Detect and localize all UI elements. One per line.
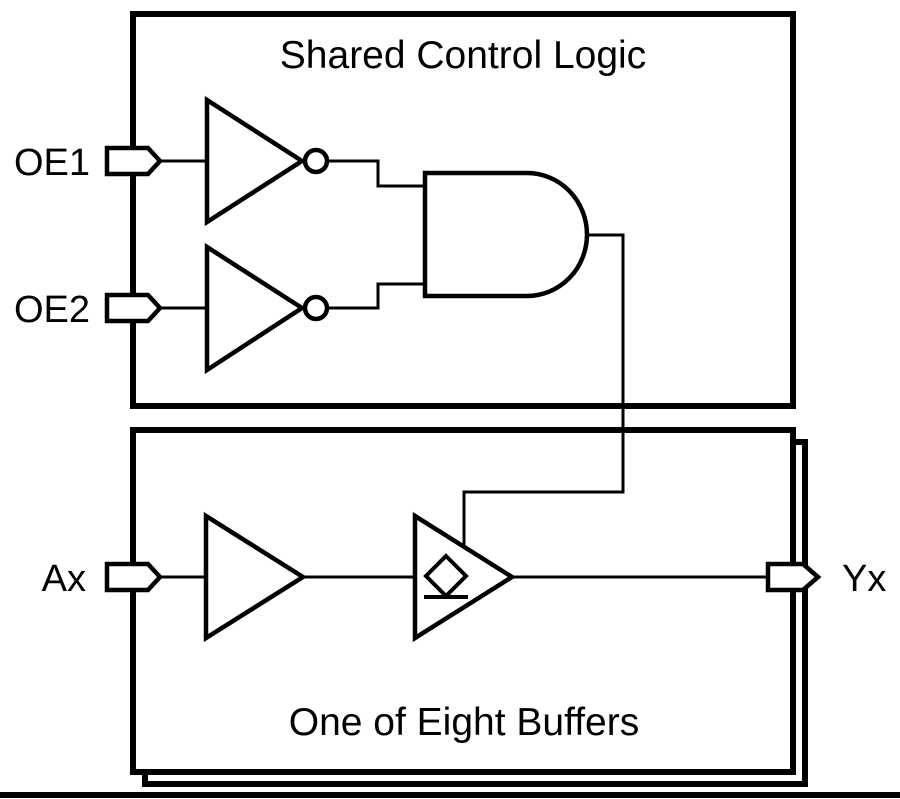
inverter-triangle bbox=[204, 242, 307, 375]
yx-output-pin-icon bbox=[765, 561, 822, 593]
oe2-input-pin-icon bbox=[104, 292, 164, 324]
one-of-eight-buffers-title: One of Eight Buffers bbox=[289, 701, 640, 744]
one-of-eight-buffers-block: One of Eight Buffers Ax Yx bbox=[42, 427, 886, 787]
oe1-input-pin-icon bbox=[104, 145, 164, 177]
enable-and-gate bbox=[422, 170, 590, 299]
inverter-bubble-icon bbox=[302, 147, 330, 175]
output-tri-state-buffer bbox=[412, 511, 517, 643]
oe1-inverter bbox=[204, 95, 330, 227]
enable-wire-inside-segment bbox=[462, 427, 625, 547]
oe2-label: OE2 bbox=[14, 289, 90, 331]
input-buffer-triangle bbox=[203, 511, 308, 643]
ax-input-pin-icon bbox=[104, 561, 164, 593]
yx-label: Yx bbox=[842, 558, 886, 600]
oe1-inverter-output-wire bbox=[327, 159, 425, 188]
oe2-inverter-output-wire bbox=[327, 282, 425, 310]
ax-label: Ax bbox=[42, 558, 86, 600]
inverter-triangle bbox=[204, 95, 307, 227]
inverter-bubble-icon bbox=[302, 294, 330, 322]
shared-control-logic-block: Shared Control Logic OE1 OE2 bbox=[14, 11, 796, 547]
page-divider-line bbox=[0, 792, 900, 798]
oe2-inverter bbox=[204, 242, 330, 375]
oe1-label: OE1 bbox=[14, 142, 90, 184]
shared-control-logic-title: Shared Control Logic bbox=[280, 34, 646, 77]
